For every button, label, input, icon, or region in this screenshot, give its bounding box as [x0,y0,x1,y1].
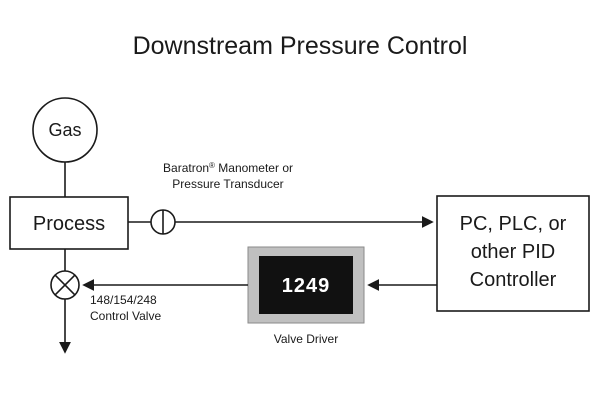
control-valve-cross-2 [54,274,76,296]
valve-driver-screen [259,256,353,314]
registered-mark: ® [209,161,215,170]
transducer-caption-line1: Baratron® Manometer or [163,161,293,175]
controller-label-line2: other PID [471,241,555,263]
gas-label: Gas [48,120,81,140]
process-node [9,196,129,250]
controller-label-line1: PC, PLC, or [460,213,567,235]
diagram-title: Downstream Pressure Control [133,32,468,60]
transducer-brand: Baratron [163,161,209,175]
transducer-caption-rest: Manometer or [215,161,293,175]
transducer-caption-line2: Pressure Transducer [172,177,283,191]
valve-driver-display: 1249 [282,275,331,297]
process-label: Process [33,213,105,235]
controller-node [436,195,590,312]
controller-label-line3: Controller [470,269,557,291]
control-valve-caption-line2: Control Valve [90,309,161,323]
control-valve-caption-line1: 148/154/248 [90,293,157,307]
valve-driver-caption: Valve Driver [274,332,338,346]
